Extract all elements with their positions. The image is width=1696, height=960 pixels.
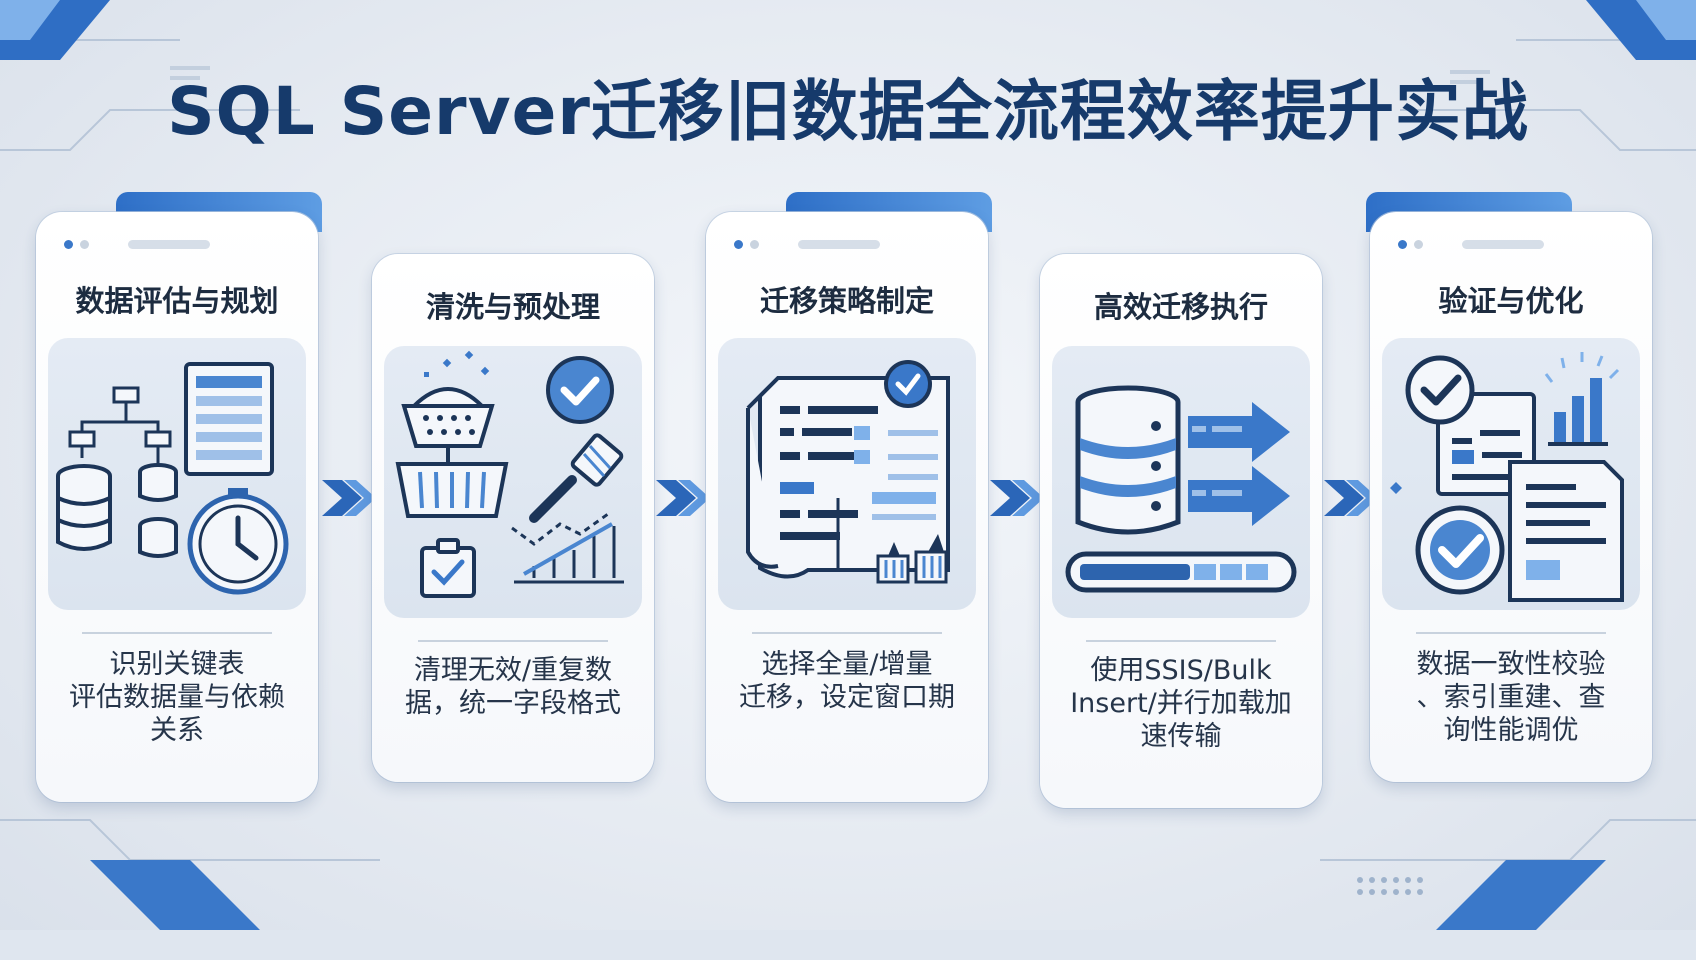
document-strategy-icon — [718, 338, 976, 610]
step-description: 识别关键表 评估数据量与依赖 关系 — [69, 649, 285, 746]
step-title: 验证与优化 — [1438, 284, 1584, 318]
step-title: 数据评估与规划 — [75, 284, 279, 318]
step-description: 清理无效/重复数 据，统一字段格式 — [405, 655, 621, 719]
card-divider — [1416, 632, 1606, 634]
step-description: 数据一致性校验 、索引重建、查 询性能调优 — [1416, 649, 1606, 746]
step-card-5: 验证与优化 — [1370, 212, 1652, 782]
check-document-chart-icon — [1382, 338, 1640, 610]
step-description: 选择全量/增量 迁移，设定窗口期 — [739, 649, 955, 713]
card-notch — [1398, 234, 1544, 253]
step-card-1: 数据评估与规划 — [36, 212, 318, 802]
chevron-right-icon — [990, 480, 1044, 516]
card-notch — [734, 234, 880, 253]
step-card-4: 高效迁移执行 — [1040, 254, 1322, 808]
step-title: 清洗与预处理 — [425, 290, 600, 324]
basket-brush-check-icon — [384, 346, 642, 618]
step-title: 高效迁移执行 — [1093, 290, 1268, 324]
step-card-3: 迁移策略制定 — [706, 212, 988, 802]
card-divider — [418, 640, 608, 642]
chevron-right-icon — [322, 480, 376, 516]
card-notch — [64, 234, 210, 253]
page-title: SQL Server迁移旧数据全流程效率提升实战 — [167, 73, 1529, 150]
database-transfer-icon — [1052, 346, 1310, 618]
step-title: 迁移策略制定 — [759, 284, 934, 318]
card-divider — [82, 632, 272, 634]
card-divider — [1086, 640, 1276, 642]
step-description: 使用SSIS/Bulk Insert/并行加载加 速传输 — [1070, 655, 1292, 752]
step-card-2: 清洗与预处理 — [372, 254, 654, 782]
card-divider — [752, 632, 942, 634]
chevron-right-icon — [656, 480, 710, 516]
database-schema-clock-icon — [48, 338, 306, 610]
